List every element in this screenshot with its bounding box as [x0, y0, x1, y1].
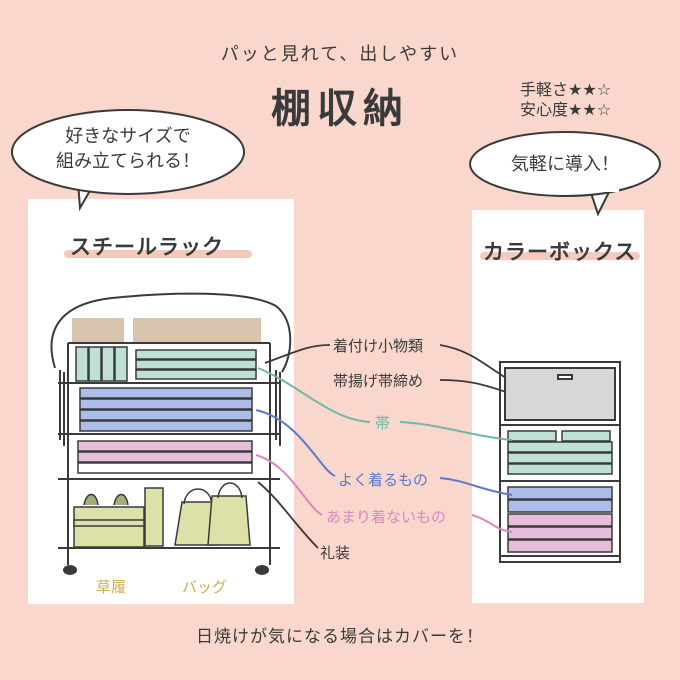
label-reiso: 礼装	[320, 542, 350, 563]
subtitle: パッと見れて、出しやすい	[0, 40, 680, 66]
label-obiage: 帯揚げ帯締め	[333, 370, 423, 391]
label-bag: バッグ	[182, 576, 227, 597]
label-amari: あまり着ないもの	[326, 506, 446, 527]
steel-rack-title: スチールラック	[70, 231, 224, 261]
label-yoku: よく着るもの	[338, 469, 428, 490]
box-amari-stack	[508, 514, 612, 552]
rating-safety: 安心度★★☆	[520, 100, 611, 120]
rack-yoku-stack	[80, 388, 252, 431]
box-yoku-stack	[508, 487, 612, 512]
label-zori: 草履	[96, 576, 126, 597]
footer-note: 日焼けが気になる場合はカバーを！	[0, 622, 680, 647]
label-komono: 着付け小物類	[333, 335, 423, 356]
rack-amari-stack	[78, 441, 252, 473]
rating-ease: 手軽さ★★☆	[520, 80, 611, 100]
color-box-title: カラーボックス	[483, 236, 636, 266]
rack-zori-box	[74, 488, 163, 547]
rack-komono-items	[76, 347, 127, 381]
right-bubble-text: 気軽に導入！	[478, 152, 652, 177]
left-bubble-line1: 好きなサイズで	[38, 124, 218, 149]
rack-obi-stack	[136, 350, 256, 379]
label-obi: 帯	[375, 412, 390, 433]
left-bubble-line2: 組み立てられる！	[38, 149, 218, 174]
